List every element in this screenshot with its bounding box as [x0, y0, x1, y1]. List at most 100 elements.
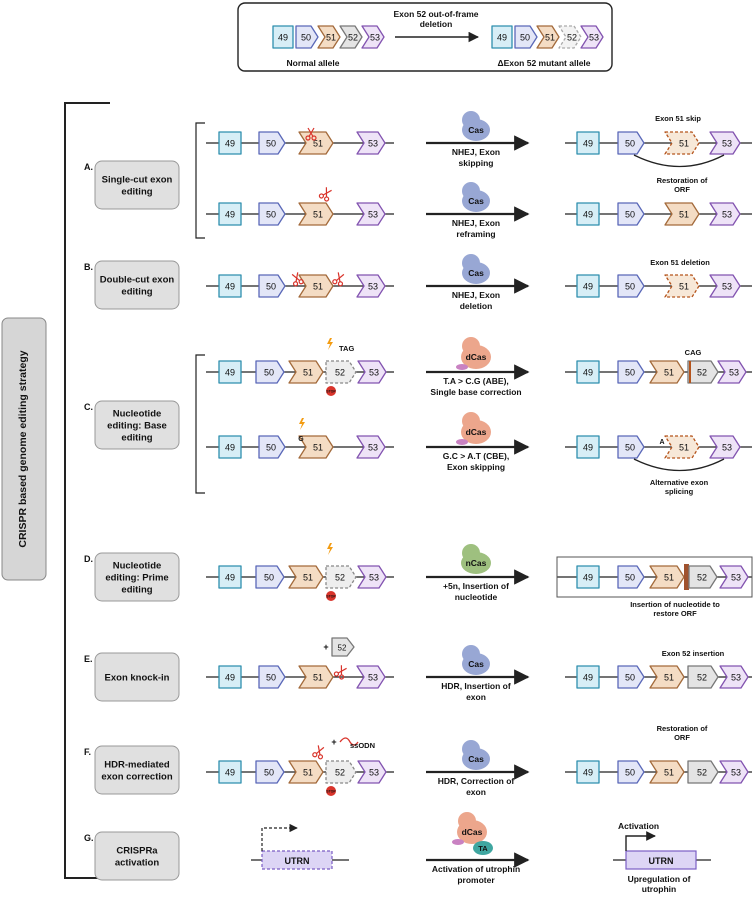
cas-enzyme-icon: Cas: [462, 645, 490, 675]
exon-49: 49: [218, 435, 242, 459]
exon-52: 52: [558, 25, 582, 49]
svg-text:49: 49: [583, 443, 593, 453]
svg-text:Cas: Cas: [468, 659, 484, 669]
svg-text:50: 50: [520, 33, 530, 43]
cas-enzyme-icon: Cas: [462, 182, 490, 212]
scissors-icon: [333, 665, 347, 680]
svg-text:50: 50: [625, 282, 635, 292]
svg-text:53: 53: [722, 282, 732, 292]
exon-53: 53: [356, 131, 386, 155]
exon-50: 50: [255, 360, 285, 384]
stop-icon: STOP: [326, 786, 336, 796]
svg-text:50: 50: [266, 443, 276, 453]
scissors-icon: [305, 127, 317, 141]
codon-label: CAG: [685, 348, 702, 357]
exon-50: 50: [258, 435, 286, 459]
exon-53: 53: [709, 131, 741, 155]
scissors-icon: [318, 187, 332, 202]
exon-51: 51: [298, 274, 334, 298]
exon-49: 49: [576, 360, 600, 384]
svg-text:49: 49: [583, 673, 593, 683]
exon-53: 53: [356, 274, 386, 298]
strategy-letter: E.: [84, 654, 93, 664]
exon-50: 50: [617, 202, 645, 226]
svg-text:Cas: Cas: [468, 754, 484, 764]
exon-51: 51: [288, 360, 324, 384]
exon-51: 51: [288, 565, 324, 589]
svg-text:50: 50: [301, 33, 311, 43]
exon-51: 51: [649, 565, 685, 589]
svg-text:53: 53: [369, 573, 379, 583]
svg-text:50: 50: [625, 443, 635, 453]
exon-51: 51: [649, 665, 685, 689]
exon-53: 53: [709, 435, 741, 459]
exon-50: 50: [258, 665, 286, 689]
exon-49: 49: [218, 760, 242, 784]
exon-50: 50: [617, 565, 645, 589]
exon-49: 49: [218, 274, 242, 298]
exon-49: 49: [576, 760, 600, 784]
svg-text:51: 51: [313, 443, 323, 453]
mechanism-label: T.A > C.G (ABE),Single base correction: [430, 376, 521, 397]
exon-53: 53: [356, 435, 386, 459]
strategy-e: E. Exon knock-in: [84, 652, 180, 702]
exon-53: 53: [580, 25, 604, 49]
svg-text:53: 53: [731, 673, 741, 683]
exon-51: 51: [664, 435, 700, 459]
strategy-title: Exon knock-in: [105, 673, 170, 684]
svg-text:52: 52: [567, 33, 577, 43]
strategy-box: [94, 400, 180, 450]
svg-text:53: 53: [731, 573, 741, 583]
stop-icon: STOP: [326, 591, 336, 601]
svg-text:49: 49: [583, 139, 593, 149]
svg-text:51: 51: [679, 210, 689, 220]
mechanism-label: G.C > A.T (CBE),Exon skipping: [443, 451, 510, 472]
sidebar-title: CRISPR based genome editing strategy: [17, 350, 29, 547]
strategy-box: [94, 652, 180, 702]
svg-text:51: 51: [664, 673, 674, 683]
exon-50: 50: [258, 131, 286, 155]
svg-text:49: 49: [225, 368, 235, 378]
svg-text:53: 53: [369, 768, 379, 778]
exon-50: 50: [255, 565, 285, 589]
exon-49: 49: [491, 25, 513, 49]
exon-51: 51: [664, 202, 700, 226]
svg-text:51: 51: [313, 210, 323, 220]
strategy-letter: C.: [84, 402, 93, 412]
lightning-icon: [327, 338, 333, 350]
svg-text:52: 52: [348, 33, 358, 43]
exon-53: 53: [357, 360, 387, 384]
svg-text:STOP: STOP: [326, 595, 336, 599]
svg-text:50: 50: [264, 768, 274, 778]
svg-text:50: 50: [266, 673, 276, 683]
svg-text:49: 49: [225, 443, 235, 453]
exon-49: 49: [576, 435, 600, 459]
svg-text:49: 49: [225, 768, 235, 778]
svg-text:53: 53: [370, 33, 380, 43]
svg-text:50: 50: [266, 210, 276, 220]
svg-text:51: 51: [664, 768, 674, 778]
svg-text:nCas: nCas: [466, 558, 487, 568]
svg-text:52: 52: [697, 368, 707, 378]
svg-text:50: 50: [625, 573, 635, 583]
svg-text:49: 49: [225, 673, 235, 683]
exon-50: 50: [255, 760, 285, 784]
svg-text:51: 51: [303, 368, 313, 378]
svg-text:50: 50: [625, 139, 635, 149]
exon-49: 49: [218, 360, 242, 384]
svg-text:Cas: Cas: [468, 196, 484, 206]
